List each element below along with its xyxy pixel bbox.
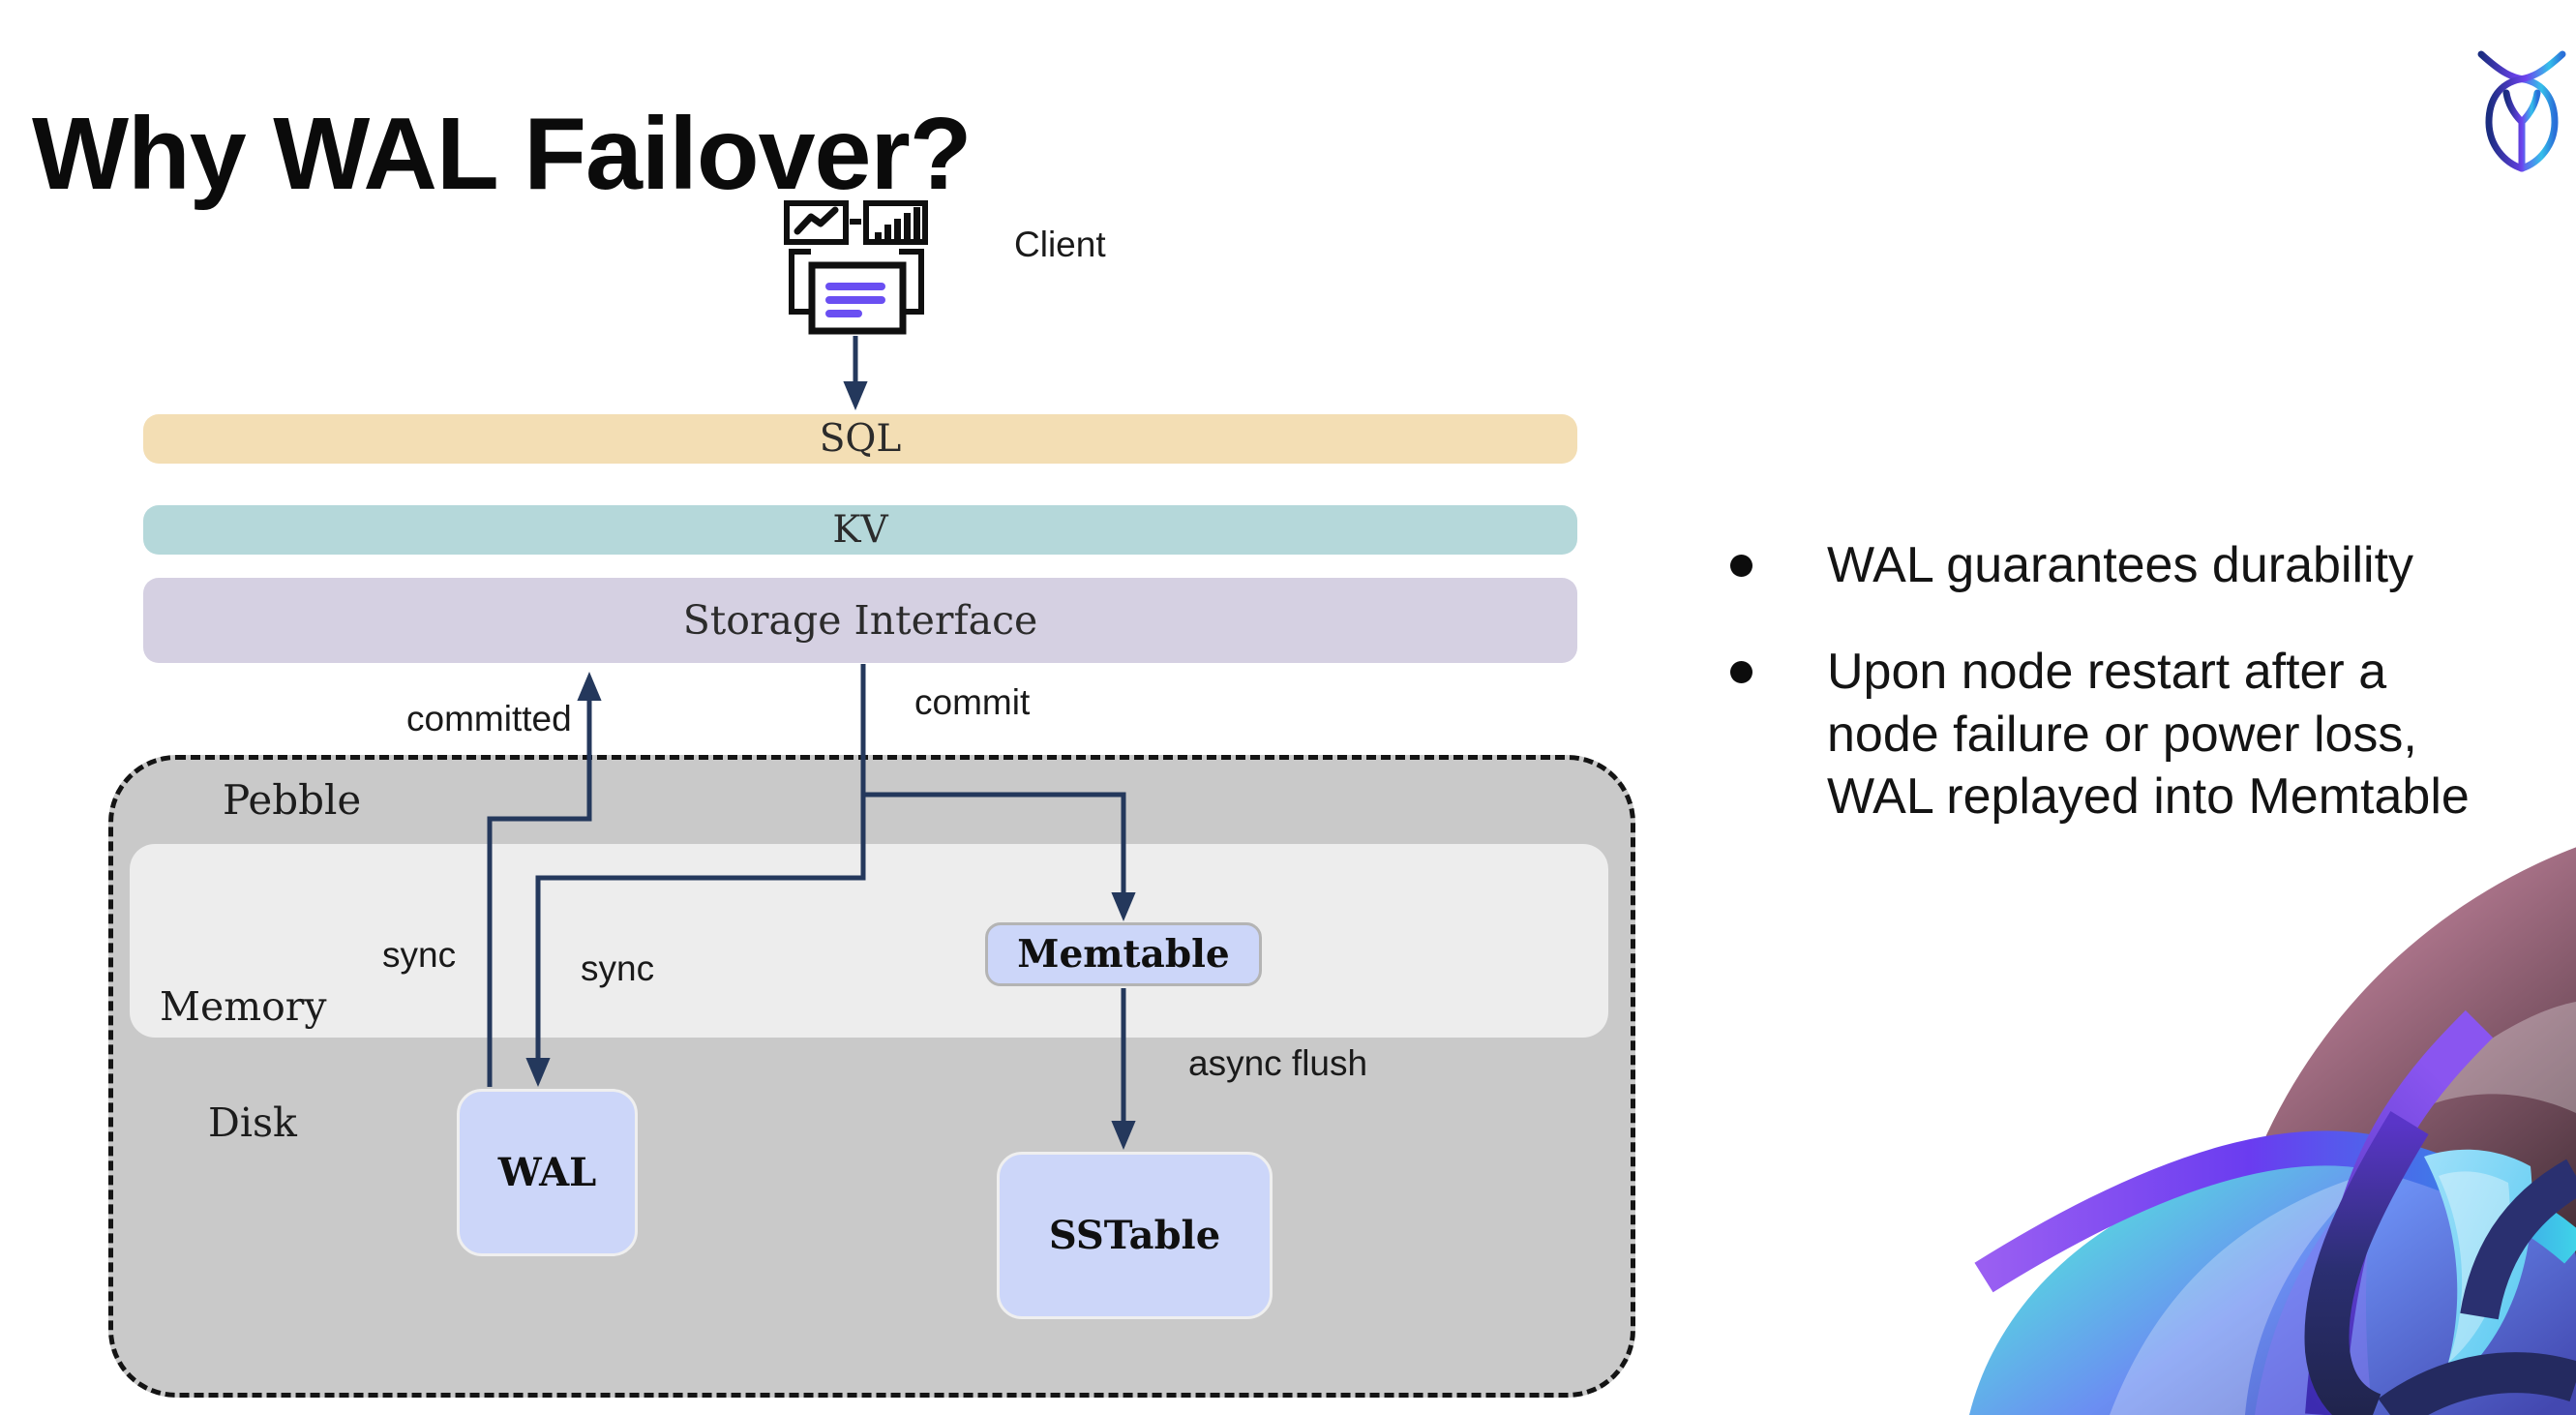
art-pink-sphere	[2213, 847, 2576, 1415]
bullet-dot	[1730, 661, 1752, 684]
logo-stem-y	[2502, 89, 2541, 172]
bullet-dot	[1730, 555, 1752, 577]
layer-kv-label: KV	[832, 508, 888, 552]
art-pink-highlight	[2390, 1002, 2576, 1123]
bullet-list: WAL guarantees durability Upon node rest…	[1730, 534, 2576, 873]
bullet-text-1: WAL guarantees durability	[1827, 537, 2414, 593]
bullet-item-2: Upon node restart after a node failure o…	[1730, 641, 2576, 828]
art-dome-rim	[1974, 1130, 2576, 1293]
client-label: Client	[1014, 225, 1106, 264]
edge-label-sync-left: sync	[382, 935, 457, 975]
left-bracket-icon	[789, 249, 815, 315]
pebble-label: Pebble	[223, 776, 362, 824]
art-navy-arm-lower	[2378, 1352, 2576, 1415]
client-terminal-icon	[784, 200, 928, 335]
layer-storage-interface: Storage Interface	[143, 578, 1577, 663]
logo-right-antenna-curve	[2485, 50, 2566, 172]
bullet-text-2: Upon node restart after a node failure o…	[1827, 644, 2470, 826]
art-navy-trunk	[2304, 1110, 2429, 1415]
edge-label-sync-right: sync	[581, 948, 655, 988]
document-text-lines-icon	[825, 283, 885, 317]
node-sstable: SSTable	[997, 1152, 1273, 1319]
memory-label: Memory	[160, 983, 327, 1030]
disk-label: Disk	[208, 1099, 297, 1146]
edge-label-commit: commit	[914, 682, 1031, 722]
bullet-item-1: WAL guarantees durability	[1730, 534, 2576, 596]
node-memtable-label: Memtable	[1017, 932, 1230, 977]
bar-chart-bars-icon	[850, 207, 920, 239]
art-navy-arm-upper	[2460, 1159, 2576, 1320]
art-cyan-leaf-highlight	[2439, 1171, 2510, 1363]
art-antenna-band	[2305, 1009, 2494, 1415]
layer-sql-label: SQL	[819, 417, 902, 461]
logo-left-antenna-curve	[2477, 50, 2559, 172]
art-dome-petal-light	[2110, 1171, 2376, 1415]
node-memtable: Memtable	[985, 922, 1262, 986]
art-blue-dome	[1969, 1159, 2576, 1415]
memory-band	[130, 844, 1608, 1038]
layer-sql: SQL	[143, 414, 1577, 464]
edge-label-committed: committed	[406, 699, 572, 738]
edge-label-async-flush: async flush	[1188, 1043, 1368, 1083]
cockroachdb-logo	[2477, 50, 2566, 172]
node-wal: WAL	[457, 1089, 638, 1256]
line-chart-zigzag-icon	[794, 206, 839, 235]
layer-kv: KV	[143, 505, 1577, 555]
node-wal-label: WAL	[497, 1150, 597, 1195]
page-title: Why WAL Failover?	[32, 97, 972, 212]
node-sstable-label: SSTable	[1048, 1213, 1221, 1258]
art-cyan-leaf	[2424, 1149, 2532, 1394]
art-dome-petal-purple	[2255, 1171, 2376, 1415]
layer-storage-label: Storage Interface	[682, 597, 1038, 644]
right-bracket-icon	[898, 249, 924, 315]
